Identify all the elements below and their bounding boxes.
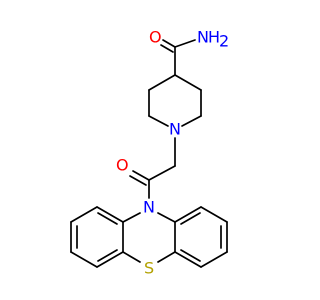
bond-n-right-ring	[157, 212, 176, 223]
bond-right-benzene-inner-1	[180, 212, 201, 225]
atom-label-amide-hydrogen-count: 2	[219, 32, 229, 51]
bond-left-benzene-inner-3	[97, 249, 118, 262]
bond-pip-6	[174, 74, 202, 91]
bond-pip-1	[148, 74, 176, 91]
bond-left-benzene-4	[70, 251, 98, 268]
bond-left-benzene-2	[70, 206, 98, 223]
bond-left-ring-s	[122, 251, 141, 263]
bond-left-benzene-1	[96, 206, 124, 223]
atom-label-phenothiazine-nitrogen: N	[143, 198, 155, 217]
atom-labels: N H 2 O N O N S	[116, 28, 229, 278]
bond-c-n-amide	[174, 39, 196, 48]
atom-label-amide-nitrogen: N	[197, 28, 209, 47]
bond-right-benzene-5	[174, 251, 202, 268]
bond-right-benzene-1	[174, 206, 202, 223]
atom-label-sulfur: S	[144, 259, 154, 278]
atom-label-ketone-oxygen: O	[116, 156, 129, 175]
atom-label-amide-oxygen: O	[149, 28, 162, 47]
bond-c-o-ketone-second	[129, 175, 147, 186]
bond-c-o-ketone	[132, 170, 150, 181]
bond-n-left-ring	[122, 212, 141, 223]
bonds	[70, 39, 228, 268]
bond-right-ring-s	[157, 251, 176, 263]
atom-label-piperidine-nitrogen: N	[169, 120, 181, 139]
bond-c-o-amide	[162, 39, 176, 48]
bond-right-benzene-2	[200, 206, 228, 223]
bond-left-benzene-inner-1	[97, 212, 118, 225]
bond-right-benzene-4	[200, 251, 228, 268]
bond-pip-3	[148, 115, 169, 127]
bond-ch2-co	[148, 165, 176, 181]
bond-right-benzene-inner-3	[180, 249, 201, 262]
bond-c-o-amide-second	[160, 44, 174, 53]
bond-left-benzene-5	[96, 251, 124, 268]
molecule-structure-diagram: N H 2 O N O N S	[70, 28, 229, 278]
atom-label-amide-hydrogen: H	[208, 28, 220, 47]
bond-pip-4	[181, 115, 202, 127]
